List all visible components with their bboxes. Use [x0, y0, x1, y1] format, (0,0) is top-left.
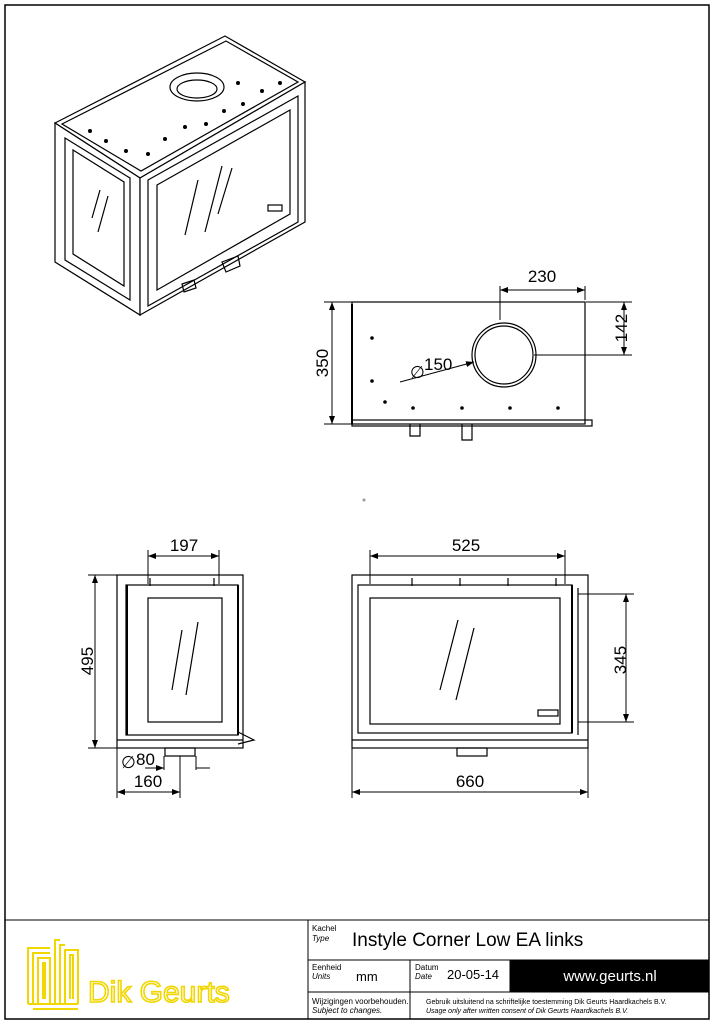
- units-label-nl: Eenheid: [312, 963, 341, 972]
- dim-top-diameter: 150: [424, 355, 452, 374]
- type-label-en: Type: [312, 934, 330, 943]
- bolt-holes: [88, 81, 282, 156]
- dim-front-glass-width: 525: [452, 536, 480, 555]
- consent-note-nl: Gebruik uitsluitend na schriftelijke toe…: [426, 999, 667, 1006]
- dim-top-depth: 350: [313, 349, 332, 377]
- changes-note-en: Subject to changes.: [312, 1006, 382, 1015]
- type-value: Instyle Corner Low EA links: [352, 930, 583, 951]
- consent-note-en: Usage only after written consent of Dik …: [426, 1008, 628, 1015]
- dik-geurts-logo: [27, 939, 79, 1010]
- front-view: 525 345 660: [351, 536, 634, 798]
- units-label-en: Units: [312, 972, 330, 981]
- dim-top-diameter-symbol: ∅: [410, 363, 425, 382]
- dim-side-flue-diameter: 80: [136, 750, 155, 769]
- dim-side-flue-offset: 160: [134, 772, 162, 791]
- title-block: Dik Geurts Kachel Type Instyle Corner Lo…: [5, 919, 709, 1019]
- top-view: 230 142 350 ∅ 150: [313, 267, 632, 441]
- dim-side-height: 495: [78, 647, 97, 675]
- brand-name: Dik Geurts: [88, 976, 230, 1009]
- type-label-nl: Kachel: [312, 924, 337, 933]
- flue-opening: [169, 72, 225, 102]
- isometric-view: [53, 35, 307, 317]
- side-view: 197 495 ∅ 80 160: [78, 536, 256, 798]
- website-link[interactable]: www.geurts.nl: [562, 968, 656, 985]
- dim-top-width: 230: [528, 267, 556, 286]
- dim-side-flue-diameter-symbol: ∅: [121, 753, 136, 772]
- dim-top-offset: 142: [612, 314, 631, 342]
- sheet-border: [4, 4, 710, 1020]
- dim-side-door-width: 197: [170, 536, 198, 555]
- date-label-nl: Datum: [415, 963, 439, 972]
- units-value: mm: [356, 969, 378, 984]
- changes-note-nl: Wijzigingen voorbehouden.: [312, 997, 409, 1006]
- dim-front-total-width: 660: [456, 772, 484, 791]
- date-value: 20-05-14: [447, 967, 499, 982]
- date-label-en: Date: [415, 972, 432, 981]
- website-bar: [510, 960, 709, 992]
- dim-front-glass-height: 345: [611, 646, 630, 674]
